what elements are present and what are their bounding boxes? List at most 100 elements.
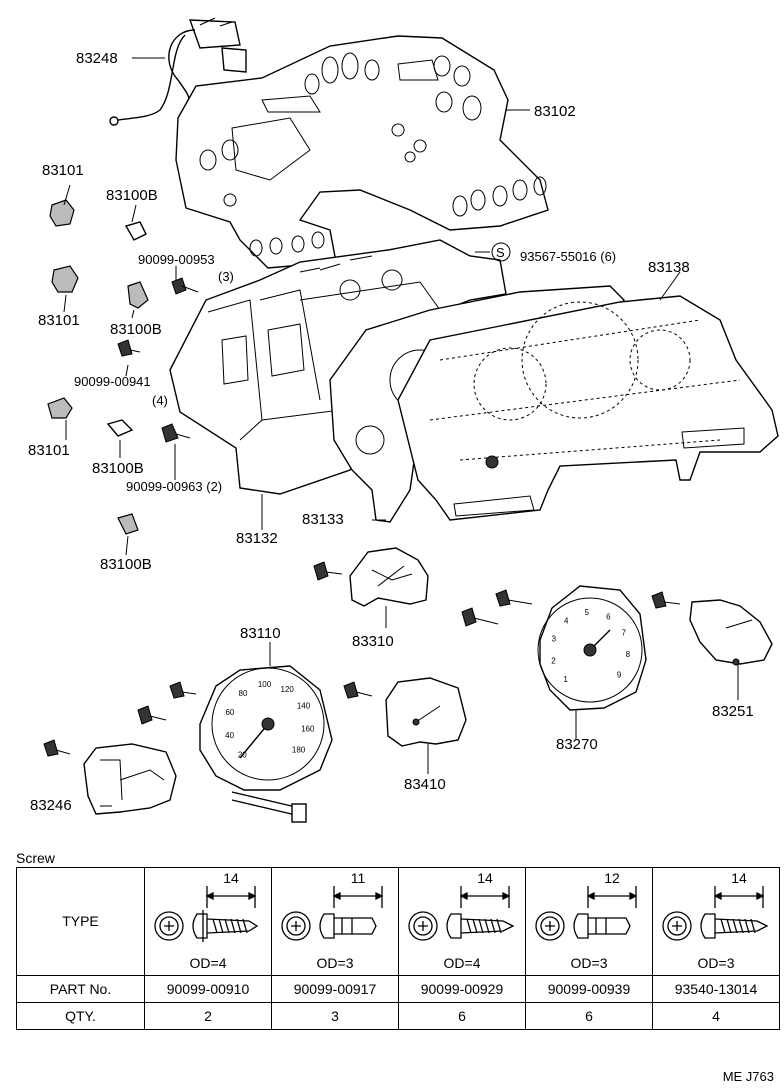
part-number-5: 93540-13014 bbox=[652, 975, 780, 1003]
screw-83310-left bbox=[313, 561, 343, 581]
label-83101-b: 83101 bbox=[38, 312, 80, 329]
screw-83110-a bbox=[169, 681, 197, 699]
tachometer-mark: 7 bbox=[621, 629, 626, 638]
part-83100B-bulb-b bbox=[127, 281, 149, 309]
label-83410: 83410 bbox=[404, 776, 446, 793]
screw-83251 bbox=[651, 591, 681, 609]
label-83246: 83246 bbox=[30, 797, 72, 814]
speedometer-mark: 60 bbox=[225, 708, 234, 717]
screw-83110-b bbox=[137, 705, 167, 725]
screw-table-caption: Screw bbox=[16, 850, 55, 866]
part-83410-temp-gauge bbox=[385, 677, 467, 747]
label-83110: 83110 bbox=[240, 625, 281, 642]
quantity-4: 6 bbox=[525, 1002, 653, 1030]
label-90099-00941: 90099-00941 bbox=[74, 374, 151, 389]
screw-icon bbox=[281, 886, 384, 941]
screw-icon bbox=[662, 886, 769, 941]
label-93567-55016: 93567-55016 (6) bbox=[520, 249, 616, 264]
part-83101-socket-a bbox=[49, 199, 75, 227]
part-number-4: 90099-00939 bbox=[525, 975, 653, 1003]
part-83132-cluster-case bbox=[169, 239, 507, 495]
screw-90099-00953 bbox=[171, 277, 199, 295]
speedometer-mark: 100 bbox=[258, 680, 272, 689]
tachometer-mark: 5 bbox=[584, 608, 589, 617]
quantity-5: 4 bbox=[652, 1002, 780, 1030]
outer-diameter: OD=4 bbox=[189, 955, 227, 971]
part-83251-gauge bbox=[689, 599, 773, 666]
tachometer-mark: 9 bbox=[617, 670, 622, 679]
screw-length: 11 bbox=[350, 870, 366, 886]
leader-lines bbox=[63, 57, 739, 807]
part-83101-socket-b bbox=[51, 265, 79, 293]
quantity-2: 3 bbox=[271, 1002, 399, 1030]
outer-diameter: OD=3 bbox=[316, 955, 354, 971]
screw-length: 14 bbox=[223, 870, 239, 886]
part-83246-gauge bbox=[83, 743, 177, 815]
label-83100B-a: 83100B bbox=[106, 187, 158, 204]
outer-diameter: OD=3 bbox=[697, 955, 735, 971]
screw-83410 bbox=[343, 681, 373, 699]
screw-icon bbox=[154, 886, 259, 942]
part-number-header: PART No. bbox=[16, 975, 145, 1003]
s-symbol-circle bbox=[491, 242, 511, 262]
label-90099-00953: 90099-00953 bbox=[138, 252, 215, 267]
screw-83270-a bbox=[495, 589, 533, 607]
label-90099-00963: 90099-00963 (2) bbox=[126, 479, 222, 494]
quantity-header: QTY. bbox=[16, 1002, 145, 1030]
part-83310-fuel-gauge bbox=[349, 547, 429, 607]
label-83138: 83138 bbox=[648, 259, 690, 276]
part-83100B-bulb-d bbox=[117, 513, 139, 535]
label-90099-00953-qty: (3) bbox=[218, 269, 234, 284]
label-83101-c: 83101 bbox=[28, 442, 70, 459]
tachometer-mark: 1 bbox=[563, 675, 568, 684]
label-83132: 83132 bbox=[236, 530, 278, 547]
speedometer-mark: 120 bbox=[281, 685, 295, 694]
part-number-3: 90099-00929 bbox=[398, 975, 526, 1003]
quantity-row: QTY. 2 3 6 6 4 bbox=[16, 1002, 780, 1030]
screw-length: 14 bbox=[731, 870, 747, 886]
screw-83246 bbox=[43, 739, 71, 757]
label-83248: 83248 bbox=[76, 50, 118, 67]
tachometer-mark: 8 bbox=[626, 650, 631, 659]
outer-diameter: OD=4 bbox=[443, 955, 481, 971]
speedometer-mark: 40 bbox=[225, 731, 234, 740]
screw-90099-00941 bbox=[117, 339, 141, 357]
part-number-1: 90099-00910 bbox=[144, 975, 272, 1003]
label-83270: 83270 bbox=[556, 736, 598, 753]
label-83310: 83310 bbox=[352, 633, 394, 650]
label-90099-00941-qty: (4) bbox=[152, 393, 168, 408]
part-83100B-bulb-a bbox=[124, 221, 147, 241]
outer-diameter: OD=3 bbox=[570, 955, 608, 971]
tachometer-mark: 3 bbox=[552, 635, 557, 644]
screw-icon bbox=[408, 886, 515, 941]
part-83101-socket-c bbox=[47, 397, 73, 419]
speedometer-mark: 160 bbox=[301, 724, 315, 733]
tachometer-mark: 6 bbox=[606, 613, 611, 622]
diagram-code: ME J763 bbox=[722, 1069, 774, 1084]
quantity-1: 2 bbox=[144, 1002, 272, 1030]
speedometer-mark: 180 bbox=[292, 746, 306, 755]
type-header: TYPE bbox=[16, 867, 145, 976]
quantity-3: 6 bbox=[398, 1002, 526, 1030]
screw-icon bbox=[535, 886, 638, 941]
label-83102: 83102 bbox=[534, 103, 576, 120]
speedometer-mark: 80 bbox=[239, 689, 248, 698]
tachometer-mark: 2 bbox=[551, 657, 556, 666]
tachometer-mark: 4 bbox=[564, 616, 569, 625]
label-83100B-d: 83100B bbox=[100, 556, 152, 573]
screw-length: 12 bbox=[604, 870, 620, 886]
